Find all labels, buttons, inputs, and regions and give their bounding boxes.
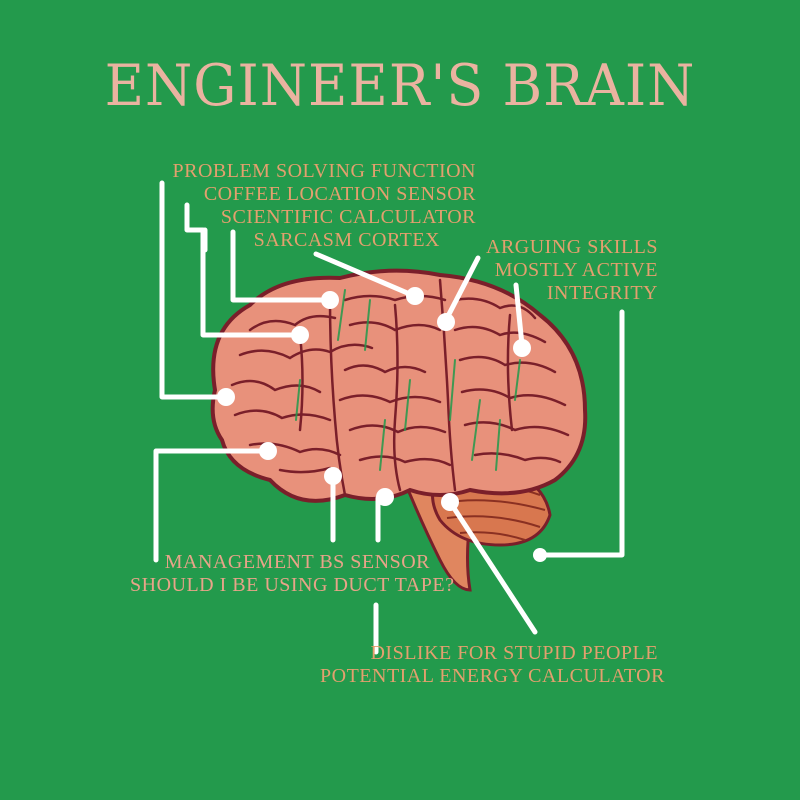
leader-integrity — [537, 309, 625, 558]
label-integrity: INTEGRITY — [546, 282, 658, 304]
leader-sarcasm-cortex — [230, 229, 333, 303]
label-mostly-active: MOSTLY ACTIVE — [494, 259, 658, 281]
leader-problem-solving — [159, 180, 229, 400]
label-duct-tape: SHOULD I BE USING DUCT TAPE? — [130, 574, 455, 596]
leader-sarcasm-top — [313, 251, 415, 298]
leader-dislike-stupid — [447, 499, 538, 635]
label-dislike-stupid: DISLIKE FOR STUPID PEOPLE — [370, 642, 658, 664]
label-problem-solving: PROBLEM SOLVING FUNCTION — [172, 160, 476, 182]
leader-mostly-active — [513, 282, 525, 348]
leader-arguing-skills — [443, 255, 481, 323]
label-coffee-location: COFFEE LOCATION SENSOR — [203, 183, 476, 205]
label-sarcasm-cortex: SARCASM CORTEX — [253, 229, 440, 251]
label-arguing-skills: ARGUING SKILLS — [486, 236, 658, 258]
leader-management-left — [153, 448, 271, 563]
brain-illustration — [210, 268, 588, 592]
marker-dots — [217, 287, 547, 562]
label-scientific-calculator: SCIENTIFIC CALCULATOR — [220, 206, 476, 228]
label-management-bs: MANAGEMENT BS SENSOR — [164, 551, 430, 573]
leader-lines — [153, 180, 625, 655]
page-title: ENGINEER'S BRAIN — [104, 52, 696, 119]
label-potential-energy: POTENTIAL ENERGY CALCULATOR — [320, 665, 665, 687]
